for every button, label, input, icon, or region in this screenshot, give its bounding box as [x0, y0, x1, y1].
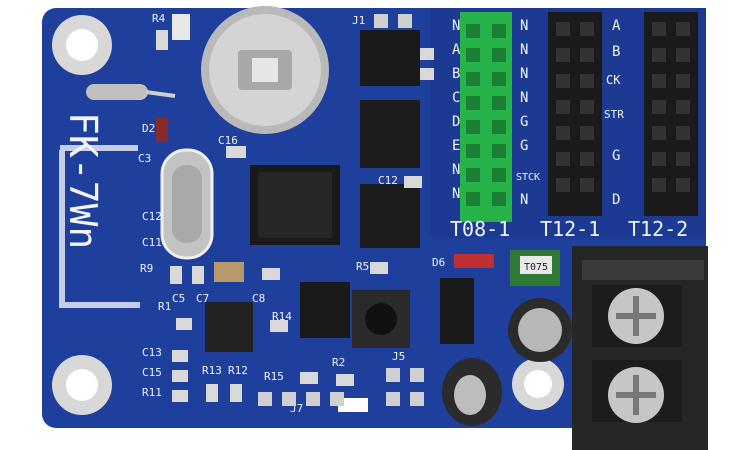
connector-label-t12-2: T12-2: [628, 217, 688, 241]
pin-label: B: [612, 44, 620, 60]
silk-c15: C15: [142, 366, 162, 379]
pin-label: A: [452, 42, 461, 58]
silk-r14: R14: [272, 310, 292, 323]
pin-label: D: [452, 114, 460, 130]
pin-label: D: [612, 192, 620, 208]
tuning-crystal: [86, 84, 176, 100]
pin-label: G: [612, 148, 620, 164]
pin-label: N: [520, 42, 528, 58]
silk-c13: C13: [142, 346, 162, 359]
driver-chip-1: [360, 100, 420, 168]
pad-header-bottom: [258, 14, 424, 406]
silk-r4: R4: [152, 12, 166, 25]
pin-label: N: [452, 186, 460, 202]
pin-label: N: [520, 66, 528, 82]
pin-label: N: [520, 192, 528, 208]
connector-t12-1: [548, 12, 602, 216]
pin-labels-t12-2: A B CK STR G D: [604, 18, 624, 208]
pin-label: C: [452, 90, 460, 106]
silk-c12b: C12: [378, 174, 398, 187]
electrolytic-capacitor-1: [508, 298, 572, 362]
silk-j1: J1: [352, 14, 365, 27]
silk-r13: R13: [202, 364, 222, 377]
silk-r12: R12: [228, 364, 248, 377]
power-inductor: T075: [510, 250, 560, 286]
silk-d2: D2: [142, 122, 155, 135]
silk-c11: C11: [142, 236, 162, 249]
silk-r11: R11: [142, 386, 162, 399]
inductor-label: T075: [524, 262, 548, 273]
pin-label: G: [520, 114, 528, 130]
silk-r2: R2: [332, 356, 345, 369]
silk-c8: C8: [252, 292, 265, 305]
pin-labels-t08-1-right: N N N N G G STCK N: [516, 18, 540, 208]
connector-label-t08-1: T08-1: [450, 217, 510, 241]
main-microcontroller: [250, 165, 340, 245]
pin-label: B: [452, 66, 460, 82]
power-terminal-block: [572, 246, 708, 450]
silk-c3: C3: [138, 152, 151, 165]
silk-d6: D6: [432, 256, 445, 269]
silk-c16: C16: [218, 134, 238, 147]
model-label: FK-7Wn: [61, 112, 105, 249]
pin-label: N: [452, 162, 460, 178]
pin-label: A: [612, 18, 621, 34]
pin-label: N: [520, 18, 528, 34]
silk-c12: C12: [142, 210, 162, 223]
pin-labels-t08-1-left: A B C D E N N N: [452, 18, 461, 202]
mounting-hole-bottom-right: [512, 358, 564, 410]
silk-r1: R1: [158, 300, 171, 313]
mounting-hole-top-left: [52, 15, 112, 75]
smd-components: [156, 14, 494, 412]
silk-r15: R15: [264, 370, 284, 383]
silkscreen-labels: R4 J1 C16 C3 D2 C12 C11 R9 C5 C7 C8 R1 C…: [138, 12, 445, 415]
crystal-oscillator: [160, 148, 214, 260]
coin-battery-holder: [201, 6, 329, 134]
connector-t12-2: [644, 12, 698, 216]
power-ic: [440, 278, 474, 344]
reset-button[interactable]: [352, 290, 410, 348]
connector-t08-1: [460, 12, 512, 222]
pin-label: N: [452, 18, 460, 34]
connector-label-t12-1: T12-1: [540, 217, 600, 241]
silk-r5: R5: [356, 260, 369, 273]
silk-j5: J5: [392, 350, 405, 363]
pin-label: N: [520, 90, 528, 106]
pin-label: G: [520, 138, 528, 154]
flash-chip-top: [360, 30, 420, 86]
regulator-chip: [300, 282, 350, 338]
silk-c7: C7: [196, 292, 209, 305]
antenna-trace: [59, 145, 140, 308]
electrolytic-capacitor-2: [442, 358, 502, 426]
driver-chip-2: [360, 184, 420, 248]
silk-r9: R9: [140, 262, 153, 275]
pin-label: CK: [606, 73, 621, 87]
silk-c5: C5: [172, 292, 185, 305]
pin-label: E: [452, 138, 460, 154]
pin-label: STR: [604, 108, 624, 121]
pin-label: STCK: [516, 172, 540, 183]
wifi-module-chip: [205, 302, 253, 352]
mounting-hole-bottom-left: [52, 355, 112, 415]
